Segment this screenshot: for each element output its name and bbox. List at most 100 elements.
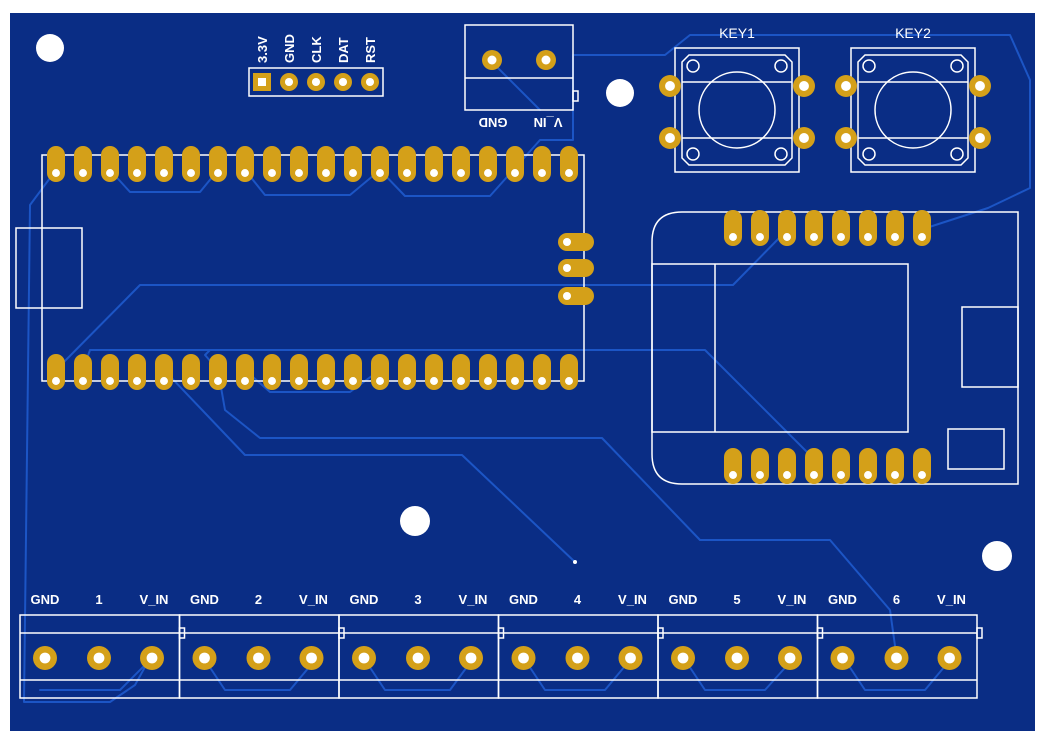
header-pin-pad xyxy=(307,73,325,91)
connector-gnd-label: GND xyxy=(31,592,60,607)
connector-vin-label: V_IN xyxy=(140,592,169,607)
wifi-top-pin-pad xyxy=(886,210,904,246)
key1-label: KEY1 xyxy=(719,25,755,41)
connector-gnd-label: GND xyxy=(350,592,379,607)
connector-pin-pad xyxy=(352,646,376,670)
mcu-bottom-pin-pad xyxy=(155,354,173,390)
button-pin-pad xyxy=(793,75,815,97)
header-label-rst: RST xyxy=(363,37,378,63)
wifi-top-pin-pad xyxy=(832,210,850,246)
wifi-top-pin-pad xyxy=(913,210,931,246)
mounting-hole xyxy=(606,79,634,107)
connector-number-label: 3 xyxy=(414,592,421,607)
trace xyxy=(163,369,576,563)
header-label-3v3: 3.3V xyxy=(255,36,270,63)
mcu-bottom-pin-pad xyxy=(398,354,416,390)
mcu-bottom-pin-pad xyxy=(263,354,281,390)
mcu-bottom-pin-pad xyxy=(425,354,443,390)
button-pin-pad xyxy=(969,75,991,97)
mcu-top-pin-pad xyxy=(398,146,416,182)
connector-pin-pad xyxy=(937,646,962,670)
via xyxy=(573,560,577,564)
power-gnd-label: GND xyxy=(479,115,508,130)
trace xyxy=(244,169,381,196)
mcu-bottom-pin-pad xyxy=(101,354,119,390)
wifi-top-pin-pad xyxy=(859,210,877,246)
trace xyxy=(379,34,1031,231)
power-terminal-pad xyxy=(536,50,556,70)
mcu-bottom-pin-pad xyxy=(128,354,146,390)
mcu-top-pin-pad xyxy=(290,146,308,182)
mcu-top-pin-pad xyxy=(236,146,254,182)
wifi-top-pin-pad xyxy=(724,210,742,246)
trace xyxy=(55,229,788,371)
button-pin-pad xyxy=(659,127,681,149)
wifi-bottom-pin-pad xyxy=(913,448,931,484)
mcu-top-pin-pad xyxy=(317,146,335,182)
terminal-connectors xyxy=(19,614,983,699)
mcu-top-pin-pad xyxy=(128,146,146,182)
tactile-button-2 xyxy=(850,47,976,173)
mcu-top-pin-pad xyxy=(209,146,227,182)
connector-pin-pad xyxy=(830,646,855,670)
connector-vin-label: V_IN xyxy=(937,592,966,607)
button-pin-pad xyxy=(835,75,857,97)
trace xyxy=(39,659,151,691)
tactile-button-1 xyxy=(674,47,800,173)
mcu-top-pin-pad xyxy=(425,146,443,182)
trace xyxy=(684,659,793,691)
mcu-side-pin-pad xyxy=(558,233,594,251)
connector-pin-pad xyxy=(618,646,643,670)
wifi-module-led-outline xyxy=(947,428,1005,470)
wifi-top-pin-pad xyxy=(805,210,823,246)
connector-number-label: 2 xyxy=(255,592,262,607)
mounting-hole xyxy=(400,506,430,536)
power-terminal-outline xyxy=(464,24,574,111)
connector-vin-label: V_IN xyxy=(618,592,647,607)
mcu-top-pin-pad xyxy=(155,146,173,182)
wifi-bottom-pin-pad xyxy=(805,448,823,484)
mcu-bottom-pin-pad xyxy=(47,354,65,390)
mcu-top-pin-pad xyxy=(452,146,470,182)
connector-pin-pad xyxy=(778,646,802,670)
wifi-top-pin-pad xyxy=(778,210,796,246)
connector-gnd-label: GND xyxy=(828,592,857,607)
power-terminal-labels: GND V_IN xyxy=(479,115,563,130)
connector-pin-pad xyxy=(671,646,695,670)
mounting-hole xyxy=(36,34,64,62)
connector-pin-pad xyxy=(725,646,749,670)
wifi-bottom-pin-pad xyxy=(724,448,742,484)
mcu-bottom-pin-pad xyxy=(317,354,335,390)
header-pin-labels: 3.3V GND CLK DAT RST xyxy=(255,34,378,63)
wifi-bottom-pin-pad xyxy=(859,448,877,484)
button-pin-pad xyxy=(793,127,815,149)
wifi-bottom-pin-pad xyxy=(778,448,796,484)
mcu-bottom-pin-pad xyxy=(479,354,497,390)
header-pin-pad xyxy=(334,73,352,91)
connector-pin-pad xyxy=(406,646,430,670)
mcu-top-pin-pad xyxy=(263,146,281,182)
connector-pin-pad xyxy=(140,646,164,670)
header-label-gnd: GND xyxy=(282,34,297,63)
mcu-bottom-pin-pad xyxy=(236,354,254,390)
connector-pin-pad xyxy=(511,646,536,670)
mcu-bottom-pin-pad xyxy=(344,354,362,390)
mcu-top-pin-pad xyxy=(371,146,389,182)
header-pin-pad xyxy=(361,73,379,91)
connector-vin-label: V_IN xyxy=(299,592,328,607)
connector-pin-pad xyxy=(565,646,590,670)
connector-pin-pad xyxy=(33,646,57,670)
connector-gnd-label: GND xyxy=(509,592,538,607)
mcu-top-pin-pad xyxy=(74,146,92,182)
header-square-pad xyxy=(253,73,271,91)
mcu-top-pin-pad xyxy=(533,146,551,182)
mcu-side-pin-pad xyxy=(558,287,594,305)
mcu-top-pin-pad xyxy=(182,146,200,182)
mcu-bottom-pin-pad xyxy=(182,354,200,390)
connector-pin-pad xyxy=(459,646,483,670)
mcu-bottom-pin-pad xyxy=(452,354,470,390)
connector-number-label: 5 xyxy=(733,592,740,607)
mcu-top-pin-pad xyxy=(479,146,497,182)
